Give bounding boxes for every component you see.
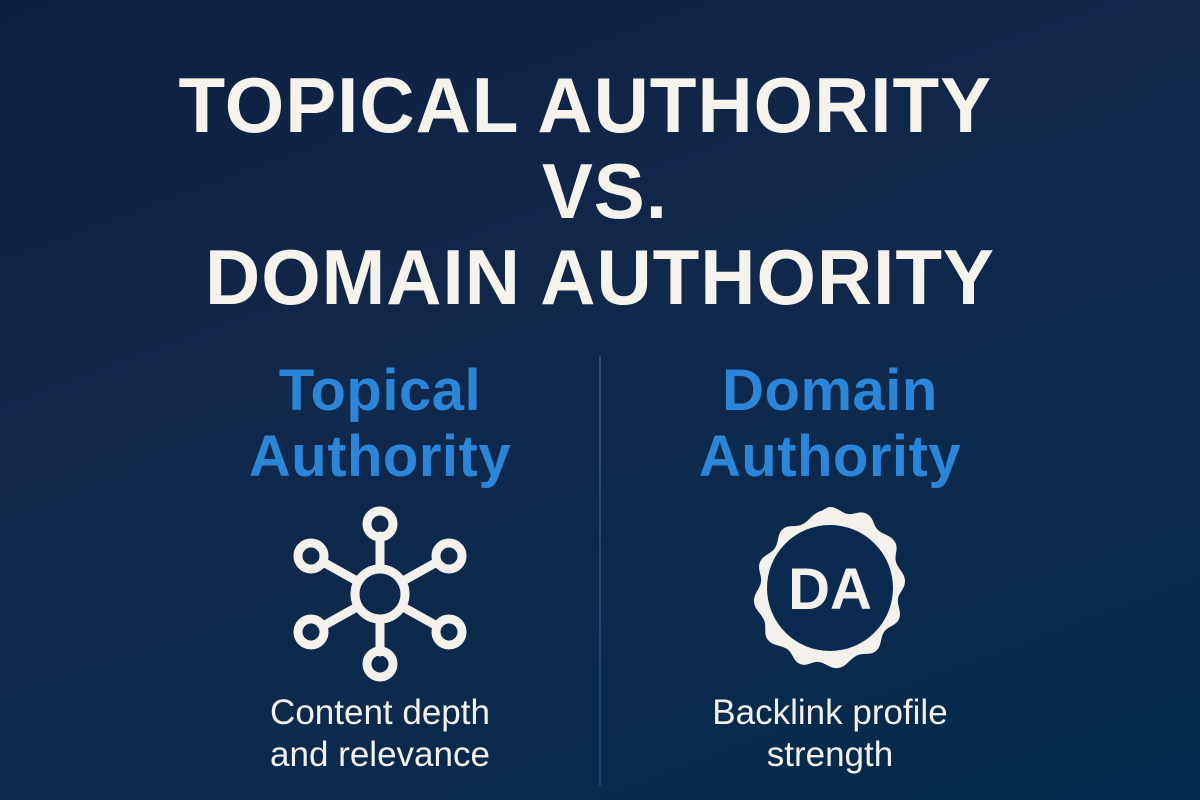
title-line-3: DOMAIN AUTHORITY: [205, 233, 995, 321]
title-line-2: VS.: [541, 147, 668, 235]
domain-authority-column: Domain Authority DA Backlink profile str…: [610, 358, 1050, 776]
topical-authority-column: Topical Authority Content depth and rele…: [160, 358, 600, 776]
desc-line-1: Backlink profile: [712, 693, 948, 732]
heading-line-2: Authority: [698, 424, 962, 489]
da-badge-text: DA: [788, 557, 872, 622]
domain-authority-description: Backlink profile strength: [712, 692, 947, 776]
column-divider: [599, 356, 601, 786]
title-line-1: TOPICAL AUTHORITY: [178, 61, 993, 149]
desc-line-2: strength: [766, 735, 894, 774]
heading-line-2: Authority: [248, 424, 512, 489]
network-hub-icon: [280, 504, 480, 684]
topical-authority-heading: Topical Authority: [249, 358, 511, 490]
heading-line-1: Domain: [722, 358, 938, 423]
da-badge-icon: DA: [730, 504, 930, 684]
topical-authority-description: Content depth and relevance: [270, 692, 490, 776]
domain-authority-heading: Domain Authority: [699, 358, 961, 490]
desc-line-2: and relevance: [270, 735, 490, 774]
main-title: TOPICAL AUTHORITY VS. DOMAIN AUTHORITY: [12, 62, 1188, 320]
desc-line-1: Content depth: [270, 693, 490, 732]
heading-line-1: Topical: [278, 358, 482, 423]
